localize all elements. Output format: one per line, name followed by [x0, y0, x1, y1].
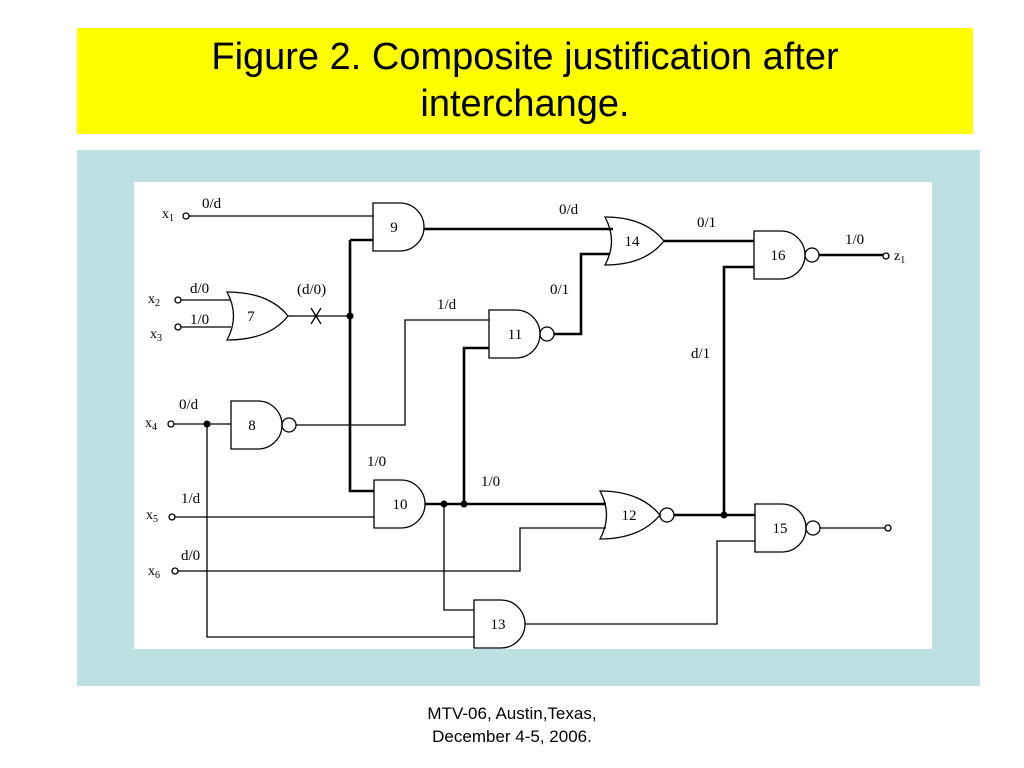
wire-label-x2: d/0 [190, 281, 209, 297]
gate-8-nand [230, 400, 283, 450]
wire-11-to-14 [554, 252, 609, 336]
gate-label-8: 8 [248, 418, 256, 434]
wire-x4-to-13 [206, 424, 474, 638]
wire-label-g9-out: 0/d [559, 202, 579, 218]
gate-label-10: 10 [393, 497, 408, 513]
input-x6: x6 [148, 564, 160, 581]
wire-label-g14-out: 0/1 [697, 215, 716, 231]
footer-line-2: December 4-5, 2006. [432, 727, 592, 746]
wire-label-g10-out: 1/0 [481, 474, 500, 490]
circuit-svg: 9 7 8 11 14 16 10 12 15 13 x1 x2 x3 x4 x… [145, 196, 905, 649]
gate-10-and [373, 479, 426, 529]
input-x3: x3 [150, 327, 162, 344]
wire-label-x4: 0/d [179, 397, 199, 413]
wire-8-to-11 [296, 319, 489, 426]
terminal-x6 [171, 567, 179, 575]
terminal-z1 [882, 252, 890, 260]
gate-label-11: 11 [508, 327, 522, 343]
gate-15-bubble [805, 520, 821, 536]
wire-label-x3: 1/0 [190, 312, 209, 328]
circuit-diagram: 9 7 8 11 14 16 10 12 15 13 x1 x2 x3 x4 x… [134, 182, 932, 649]
wire-13-to-15 [525, 540, 755, 625]
wire-10-to-11 [462, 346, 489, 504]
gate-label-14: 14 [625, 234, 641, 250]
gate-9-and [372, 202, 425, 252]
gate-label-9: 9 [390, 220, 398, 236]
terminal-x4 [167, 420, 175, 428]
footer: MTV-06, Austin,Texas, December 4-5, 2006… [362, 702, 662, 748]
wire-label-x5: 1/d [181, 491, 201, 507]
gate-label-15: 15 [773, 521, 788, 537]
gate-7-or [225, 291, 289, 341]
gate-label-7: 7 [247, 309, 255, 325]
terminal-out-15 [884, 524, 892, 532]
gate-11-bubble [539, 326, 555, 342]
wire-label-x6: d/0 [181, 548, 200, 564]
wire-12-to-16 [722, 265, 754, 515]
wire-x6 [178, 527, 606, 572]
fault-x-mark [310, 307, 322, 325]
wire-10-to-13 [443, 504, 474, 611]
gate-label-16: 16 [771, 248, 787, 264]
title-banner: Figure 2. Composite justification after … [77, 28, 973, 134]
input-x1: x1 [162, 207, 174, 224]
input-x5: x5 [146, 508, 158, 525]
gate-16-bubble [804, 247, 820, 263]
terminal-x3 [174, 323, 182, 331]
gate-label-13: 13 [491, 617, 506, 633]
wire-label-g12-out: d/1 [691, 346, 710, 362]
footer-line-1: MTV-06, Austin,Texas, [427, 704, 597, 723]
gate-12-nor [598, 490, 661, 540]
gate-8-bubble [281, 417, 297, 433]
gate-12-bubble [659, 507, 675, 523]
wire-7-fanout [348, 240, 374, 493]
gate-13-and [473, 599, 526, 649]
junction-10a [440, 500, 448, 508]
input-x4: x4 [145, 416, 157, 433]
output-z1: z1 [894, 249, 905, 266]
wire-label-g8-to-11: 1/d [437, 297, 457, 313]
terminal-x2 [174, 296, 182, 304]
terminal-x1 [182, 212, 190, 220]
input-x2: x2 [148, 292, 160, 309]
wire-label-g10-in: 1/0 [367, 454, 386, 470]
junction-7 [346, 312, 354, 320]
wire-label-z1: 1/0 [845, 232, 864, 248]
junction-10b [460, 500, 468, 508]
wire-label-x1: 0/d [202, 196, 222, 212]
wire-label-g7-out: (d/0) [297, 282, 326, 298]
junction-x4 [203, 420, 211, 428]
junction-12 [720, 511, 728, 519]
gate-label-12: 12 [622, 508, 637, 524]
slide-title: Figure 2. Composite justification after … [211, 36, 839, 125]
gate-14-or [603, 216, 665, 266]
wire-label-g11-out: 0/1 [550, 282, 569, 298]
terminal-x5 [168, 513, 176, 521]
